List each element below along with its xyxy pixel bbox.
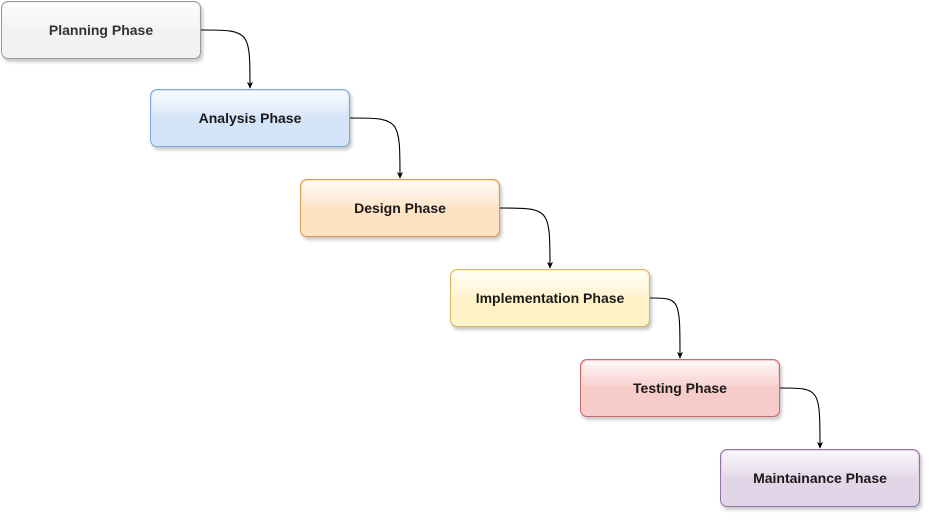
implementation-phase-box[interactable]: Implementation Phase: [450, 269, 650, 327]
analysis-phase-box[interactable]: Analysis Phase: [150, 89, 350, 147]
design-phase-label: Design Phase: [354, 200, 446, 216]
connector-implementation-to-testing: [649, 297, 684, 359]
testing-phase-label: Testing Phase: [633, 380, 727, 396]
implementation-phase-label: Implementation Phase: [475, 290, 625, 306]
connector-analysis-to-design: [349, 117, 404, 179]
design-phase-box[interactable]: Design Phase: [300, 179, 500, 237]
maintainance-phase-label: Maintainance Phase: [753, 470, 887, 486]
connector-testing-to-maintainance: [779, 387, 824, 449]
planning-phase-label: Planning Phase: [48, 22, 154, 38]
analysis-phase-label: Analysis Phase: [198, 110, 302, 126]
connector-design-to-implementation: [499, 207, 554, 269]
connector-planning-to-analysis: [200, 29, 254, 89]
planning-phase-box[interactable]: Planning Phase: [1, 1, 201, 59]
testing-phase-box[interactable]: Testing Phase: [580, 359, 780, 417]
maintainance-phase-box[interactable]: Maintainance Phase: [720, 449, 920, 507]
